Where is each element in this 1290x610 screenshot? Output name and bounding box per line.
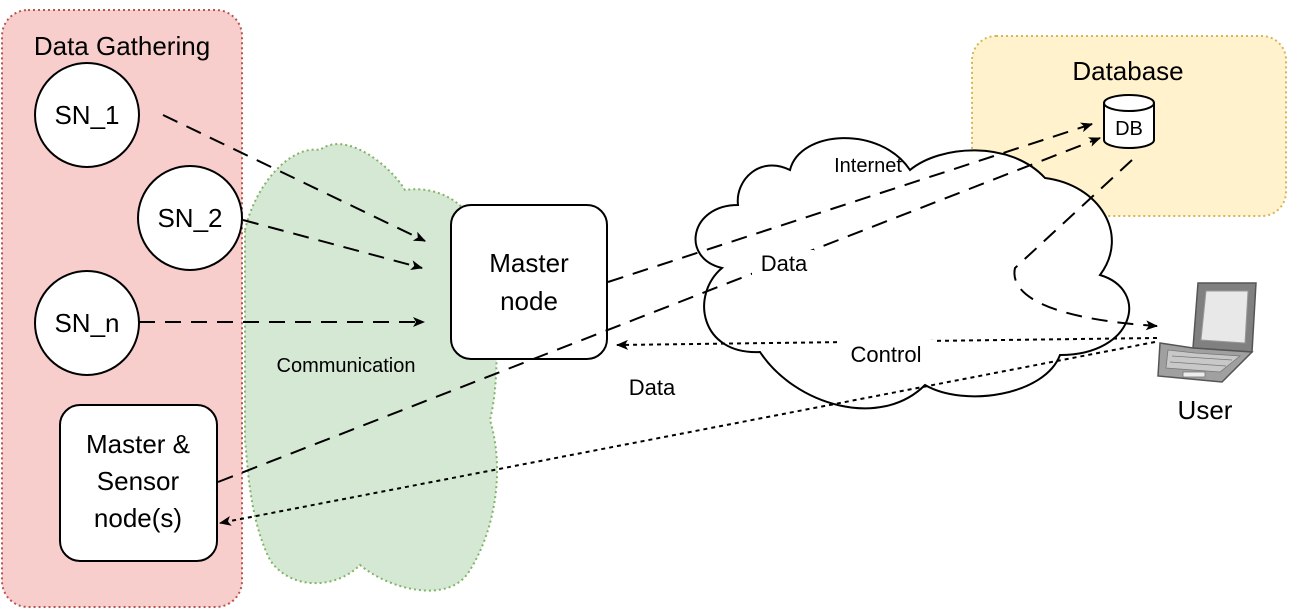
master-sensor-line-3: node(s): [94, 503, 182, 533]
master-node-line-1: Master: [489, 248, 569, 278]
data-gathering-label: Data Gathering: [34, 31, 210, 61]
master-sensor-line-1: Master &: [86, 429, 190, 459]
db-label: DB: [1115, 118, 1143, 140]
edge-label-data-bottom: Data: [629, 375, 676, 400]
user-label: User: [1178, 395, 1233, 425]
snn-label: SN_n: [54, 308, 119, 338]
edge-label-data-top-group: Data: [752, 250, 814, 276]
edge-sn1-master: [162, 114, 426, 242]
database-label: Database: [1072, 56, 1183, 86]
edges: [139, 114, 1158, 526]
edge-user-mastersensor: [219, 341, 1156, 526]
edge-db-user: [1013, 159, 1158, 331]
sn1-label: SN_1: [54, 100, 119, 130]
edge-label-data-bottom-group: Data: [620, 374, 682, 400]
master-sensor-node: Master & Sensor node(s): [59, 404, 218, 562]
database-cylinder: DB: [1103, 94, 1155, 149]
internet-label: Internet: [834, 155, 902, 177]
edge-label-control-group: Control: [838, 340, 936, 367]
master-node-line-2: node: [500, 286, 558, 316]
sensor-node-sn1: SN_1: [34, 62, 140, 168]
edge-master-db: [607, 122, 1093, 283]
sn2-label: SN_2: [157, 203, 222, 233]
master-node: Master node: [450, 204, 608, 360]
sensor-node-sn2: SN_2: [137, 165, 243, 271]
edge-user-master: [616, 337, 1158, 350]
edge-label-data-top: Data: [761, 251, 808, 276]
communication-label: Communication: [277, 355, 416, 377]
sensor-node-snn: SN_n: [34, 270, 140, 376]
laptop-icon: [1157, 282, 1257, 383]
communication-cloud: [244, 143, 499, 592]
edge-sn2-master: [242, 219, 423, 270]
master-sensor-line-2: Sensor: [97, 466, 180, 496]
edge-label-control: Control: [851, 342, 922, 367]
edge-mastersensor-db: [217, 137, 1101, 483]
